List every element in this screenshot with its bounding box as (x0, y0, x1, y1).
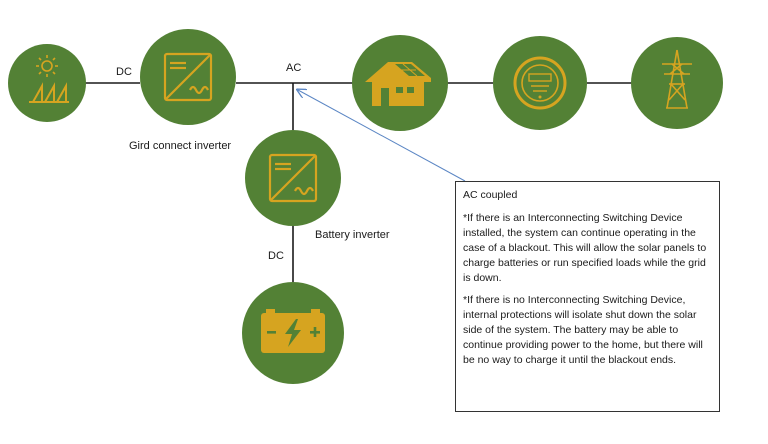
inverter-icon (163, 52, 213, 102)
battery-inverter-node (245, 130, 341, 226)
callout-arrow (298, 90, 466, 182)
house-solar-roof-icon (365, 62, 431, 106)
grid-node (631, 37, 723, 129)
note-paragraph-2: *If there is no Interconnecting Switchin… (463, 294, 703, 366)
battery-node (242, 282, 344, 384)
ac-label: AC (286, 62, 302, 74)
dc-label-bottom: DC (268, 250, 284, 262)
inverter-icon (268, 153, 318, 203)
note-paragraph-1: *If there is an Interconnecting Switchin… (463, 212, 707, 284)
solar-node (8, 44, 86, 122)
grid-inverter-label: Gird connect inverter (129, 140, 232, 152)
meter-node (493, 36, 587, 130)
connector-lines (84, 82, 632, 282)
ac-coupled-note-box: AC coupled *If there is an Interconnecti… (455, 181, 720, 412)
battery-icon (261, 309, 325, 353)
house-node (352, 35, 448, 131)
electricity-meter-icon (513, 56, 567, 110)
transmission-tower-icon (662, 49, 692, 109)
grid-inverter-node (140, 29, 236, 125)
note-title: AC coupled (463, 189, 518, 201)
dc-label-top: DC (116, 66, 132, 78)
battery-inverter-label: Battery inverter (315, 229, 390, 241)
solar-panel-sun-icon (29, 55, 69, 103)
